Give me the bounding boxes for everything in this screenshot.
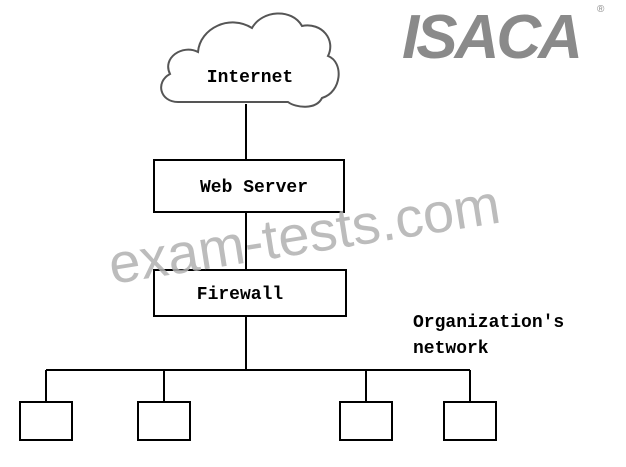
registered-mark: ® xyxy=(597,4,605,15)
logo-text: ISACA xyxy=(402,3,580,72)
internet-cloud xyxy=(160,12,340,108)
isaca-logo: ISACA ® xyxy=(402,3,605,72)
web-server-label: Web Server xyxy=(200,178,308,198)
web-server-box xyxy=(153,159,345,213)
network-label-line1: Organization's xyxy=(413,313,564,333)
network-label-line2: network xyxy=(413,339,489,359)
host-box-4 xyxy=(443,401,497,441)
host-box-2 xyxy=(137,401,191,441)
firewall-label: Firewall xyxy=(197,285,284,305)
firewall-box xyxy=(153,269,347,317)
host-box-3 xyxy=(339,401,393,441)
internet-label: Internet xyxy=(207,68,293,88)
host-box-1 xyxy=(19,401,73,441)
